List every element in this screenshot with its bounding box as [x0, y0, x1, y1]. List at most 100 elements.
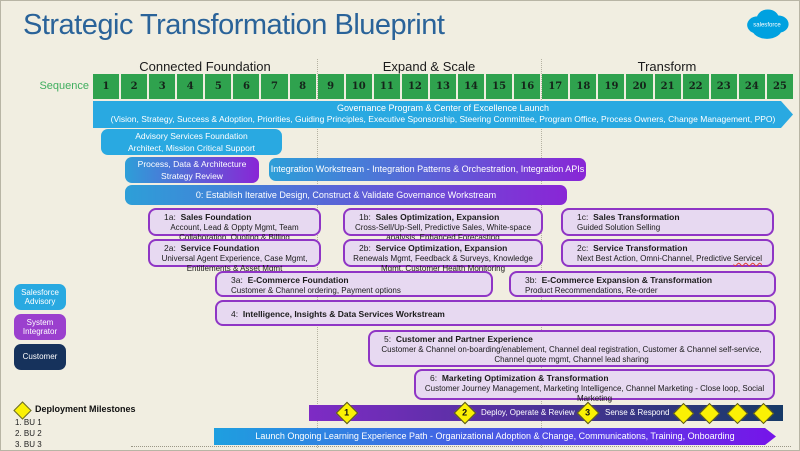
workstream-name: Service Transformation	[593, 243, 688, 253]
legend-system-integrator: System Integrator	[14, 314, 66, 340]
workstream-id: 5:	[384, 334, 392, 344]
workstream-id: 1b:	[359, 212, 371, 222]
phase-transform: Transform	[637, 59, 697, 74]
milestone-number: 2	[462, 407, 468, 418]
sequence-cell: 12	[401, 74, 428, 99]
sequence-cell: 1	[93, 74, 120, 99]
process-subtitle: Strategy Review	[161, 171, 223, 181]
governance-subtitle: (Vision, Strategy, Success & Adoption, P…	[110, 114, 776, 124]
workstream-id: 1a:	[164, 212, 176, 222]
workstream-name: Sales Foundation	[180, 212, 252, 222]
milestone-3-diamond: 3	[576, 401, 600, 425]
sequence-cell: 15	[486, 74, 513, 99]
workstream-3b-ecommerce-expansion: 3b: E-Commerce Expansion & Transformatio…	[509, 271, 776, 297]
workstream-id: 2a:	[164, 243, 176, 253]
workstream-name: Sales Optimization, Expansion	[375, 212, 500, 222]
milestone-2-diamond: 2	[453, 401, 477, 425]
workstream-body: Account, Lead & Oppty Mgmt, Team Collabo…	[170, 223, 299, 242]
deploy-operate-review-label: Deploy, Operate & Review	[481, 408, 575, 417]
sequence-row: 1 2 3 4 5 6 7 8 9 10 11 12 13 14 15 16 1…	[93, 74, 793, 99]
sequence-cell: 7	[261, 74, 288, 99]
legend-customer: Customer	[14, 344, 66, 370]
advisory-services-bar: Advisory Services Foundation Architect, …	[101, 129, 282, 155]
workstream-body: Product Recommendations, Re-order	[525, 286, 658, 295]
milestone-number: 1	[344, 407, 350, 418]
workstream-2c-service-transformation: 2c: Service Transformation Next Best Act…	[561, 239, 774, 267]
sequence-cell: 23	[710, 74, 737, 99]
workstream-1c-sales-transformation: 1c: Sales Transformation Guided Solution…	[561, 208, 774, 236]
governance-bar: Governance Program & Center of Excellenc…	[93, 101, 793, 128]
milestone-item: 3. BU 3	[15, 440, 42, 449]
sequence-cell: 3	[149, 74, 176, 99]
sequence-cell: 11	[373, 74, 400, 99]
legend-salesforce-advisory: Salesforce Advisory	[14, 284, 66, 310]
workstream-body: Customer & Channel on-boarding/enablemen…	[381, 345, 762, 364]
workstream-name: E-Commerce Foundation	[247, 275, 349, 285]
workstream-body: Guided Solution Selling	[577, 223, 661, 232]
workstream-2b-service-optimization: 2b: Service Optimization, Expansion Rene…	[343, 239, 543, 273]
workstream-name: Sales Transformation	[593, 212, 680, 222]
sequence-cell: 17	[542, 74, 569, 99]
sequence-cell: 25	[766, 74, 793, 99]
sequence-cell: 18	[570, 74, 597, 99]
sequence-cell: 22	[682, 74, 709, 99]
process-data-architecture-bar: Process, Data & Architecture Strategy Re…	[125, 157, 259, 183]
sequence-cell: 8	[289, 74, 316, 99]
workstream-1a-sales-foundation: 1a: Sales Foundation Account, Lead & Opp…	[148, 208, 321, 242]
process-title: Process, Data & Architecture	[137, 159, 247, 169]
sequence-cell: 21	[654, 74, 681, 99]
sense-respond-label: Sense & Respond	[605, 408, 670, 417]
deployment-milestones-heading: Deployment Milestones	[35, 404, 136, 414]
learning-experience-path-bar: Launch Ongoing Learning Experience Path …	[214, 428, 776, 445]
milestone-diamond	[672, 402, 695, 425]
milestone-diamond	[752, 402, 775, 425]
phase-expand-scale: Expand & Scale	[382, 59, 476, 74]
workstream-id: 3b:	[525, 275, 537, 285]
sequence-cell: 4	[177, 74, 204, 99]
sequence-cell: 13	[429, 74, 457, 99]
workstream-6-marketing-optimization: 6: Marketing Optimization & Transformati…	[414, 369, 775, 403]
svg-text:salesforce: salesforce	[753, 23, 781, 29]
establish-governance-workstream-bar: 0: Establish Iterative Design, Construct…	[125, 185, 567, 205]
phase-connected-foundation: Connected Foundation	[139, 59, 271, 74]
bottom-dotted-line	[131, 446, 791, 447]
milestone-diamond	[698, 402, 721, 425]
workstream-name: Intelligence, Insights & Data Services W…	[242, 309, 445, 319]
sequence-cell: 9	[317, 74, 344, 99]
workstream-body: Customer Journey Management, Marketing I…	[424, 384, 765, 403]
sequence-cell: 19	[598, 74, 625, 99]
milestone-number: 3	[585, 407, 591, 418]
workstream-name: Service Optimization, Expansion	[375, 243, 508, 253]
page-title: Strategic Transformation Blueprint	[23, 9, 445, 41]
sequence-label: Sequence	[39, 80, 89, 92]
sequence-cell: 24	[738, 74, 765, 99]
workstream-body: Renewals Mgmt, Feedback & Surveys, Knowl…	[353, 254, 533, 273]
workstream-id: 2c:	[577, 243, 589, 253]
workstream-id: 1c:	[577, 212, 589, 222]
sequence-cell: 16	[514, 74, 541, 99]
milestone-item: 2. BU 2	[15, 429, 42, 438]
integration-workstream-bar: Integration Workstream - Integration Pat…	[269, 158, 586, 181]
workstream-4-intelligence-insights: 4: Intelligence, Insights & Data Service…	[215, 300, 776, 326]
workstream-id: 2b:	[359, 243, 371, 253]
advisory-services-subtitle: Architect, Mission Critical Support	[127, 143, 256, 153]
sequence-cell: 20	[626, 74, 653, 99]
workstream-id: 6:	[430, 373, 438, 383]
workstream-name: Customer and Partner Experience	[395, 334, 533, 344]
deploy-operate-timeline-bar: 1 2 Deploy, Operate & Review 3 Sense & R…	[309, 401, 783, 425]
misspelled-word: Servicel	[733, 254, 762, 263]
sequence-cell: 14	[458, 74, 485, 99]
workstream-3a-ecommerce-foundation: 3a: E-Commerce Foundation Customer & Cha…	[215, 271, 493, 297]
workstream-body: Next Best Action, Omni-Channel, Predicti…	[577, 254, 734, 263]
sequence-cell: 5	[205, 74, 232, 99]
workstream-body: Universal Agent Experience, Case Mgmt, E…	[161, 254, 308, 273]
workstream-name: Service Foundation	[180, 243, 260, 253]
advisory-services-title: Advisory Services Foundation	[135, 131, 248, 141]
workstream-body: Cross-Sell/Up-Sell, Predictive Sales, Wh…	[354, 223, 532, 242]
workstream-body: Customer & Channel ordering, Payment opt…	[231, 286, 401, 295]
workstream-name: Marketing Optimization & Transformation	[441, 373, 609, 383]
milestone-1-diamond: 1	[335, 401, 359, 425]
governance-title: Governance Program & Center of Excellenc…	[336, 103, 550, 113]
workstream-id: 3a:	[231, 275, 243, 285]
